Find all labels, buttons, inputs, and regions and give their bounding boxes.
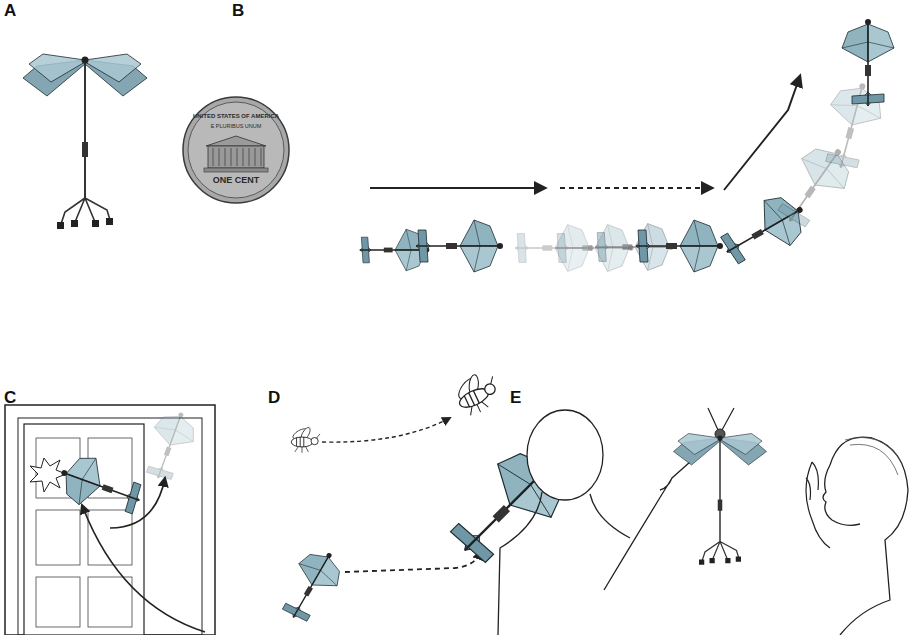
penny — [183, 97, 289, 203]
door — [5, 405, 215, 635]
panel-label: B — [232, 2, 244, 19]
panel-label: D — [268, 389, 280, 406]
panel-label: C — [4, 389, 16, 406]
flight-path-arrows — [370, 76, 800, 190]
panel-label: E — [510, 389, 521, 406]
panel-label: A — [4, 2, 16, 19]
robot-front-view — [23, 54, 147, 229]
coin-inscription: ONE CENT — [213, 176, 260, 185]
coin-inscription: UNITED STATES OF AMERICA — [193, 113, 279, 119]
robot-flight-sequence — [360, 19, 894, 275]
people — [498, 410, 908, 635]
coin-inscription: E PLURIBUS UNUM — [211, 124, 262, 130]
collision-scene — [30, 406, 205, 632]
robot-insect — [674, 408, 767, 565]
insect-vs-robot-escape — [274, 366, 581, 628]
